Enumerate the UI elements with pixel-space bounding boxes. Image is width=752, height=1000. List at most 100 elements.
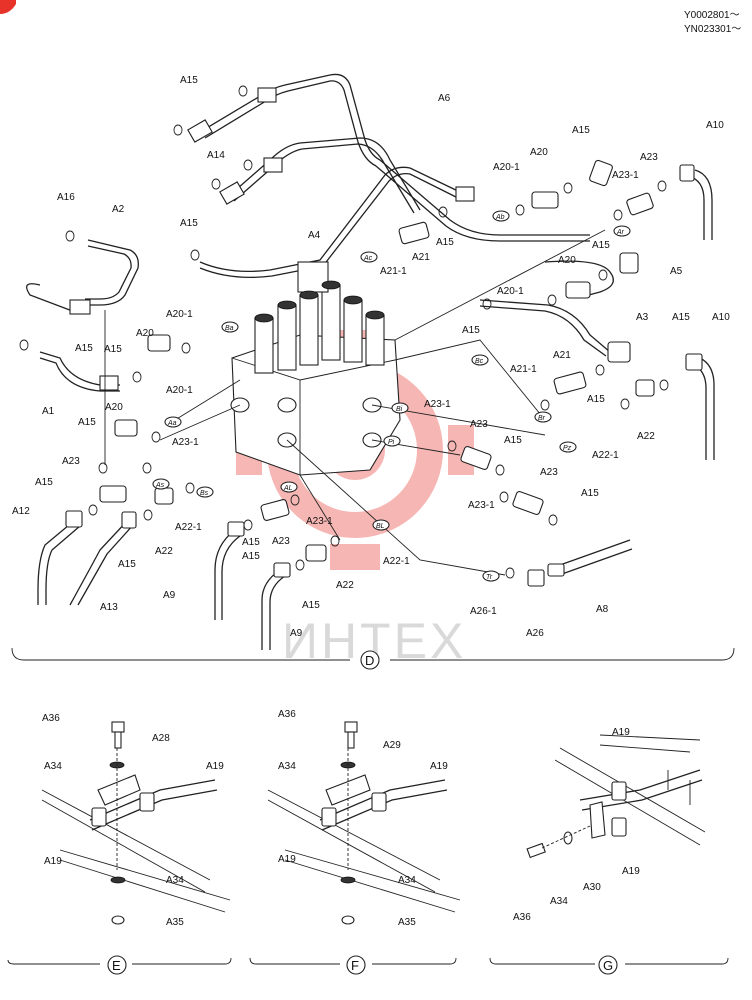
part-label: A34: [398, 875, 416, 886]
port-label: Br: [538, 415, 546, 422]
section-g-letter: G: [603, 958, 613, 973]
part-label: A23-1: [612, 170, 639, 181]
serial-number-1: Y0002801〜: [684, 10, 740, 21]
port-label: As: [155, 482, 165, 489]
part-label: A22-1: [175, 522, 202, 533]
part-label: A20-1: [166, 309, 193, 320]
part-label: A23: [640, 152, 658, 163]
part-label: A8: [596, 604, 609, 615]
part-label: A4: [308, 230, 321, 241]
part-label: A9: [163, 590, 176, 601]
part-label: A19: [206, 761, 224, 772]
part-label: A20-1: [497, 286, 524, 297]
part-label: A16: [57, 192, 75, 203]
port-label: Aa: [167, 420, 177, 427]
part-label: A2: [112, 204, 125, 215]
corner-marker: [0, 0, 16, 14]
section-d-part-labels: A15A6A14A16A2A15A4A20A15A23A23-1A10A20-1…: [12, 75, 730, 639]
part-label: A1: [42, 406, 55, 417]
part-label: A21-1: [510, 364, 537, 375]
part-label: A23: [540, 467, 558, 478]
part-label: A35: [166, 917, 184, 928]
part-label: A22-1: [383, 556, 410, 567]
section-e-marker: E: [107, 955, 127, 975]
part-label: A20: [105, 402, 123, 413]
part-label: A15: [436, 237, 454, 248]
port-label: Pi: [388, 439, 395, 446]
part-label: A23-1: [172, 437, 199, 448]
part-label: A20: [136, 328, 154, 339]
port-label: Bi: [396, 406, 403, 413]
port-label: AL: [283, 485, 293, 492]
part-label: A15: [104, 344, 122, 355]
part-label: A23-1: [468, 500, 495, 511]
serial-number-2: YN023301〜: [684, 24, 741, 35]
section-g-marker: G: [598, 955, 618, 975]
port-label: Ar: [616, 229, 625, 236]
part-label: A30: [583, 882, 601, 893]
part-label: A34: [166, 875, 184, 886]
part-label: A23-1: [306, 516, 333, 527]
part-label: A20-1: [493, 162, 520, 173]
part-label: A19: [278, 854, 296, 865]
part-label: A15: [35, 477, 53, 488]
part-label: A23: [272, 536, 290, 547]
section-e-letter: E: [112, 958, 121, 973]
part-label: A15: [118, 559, 136, 570]
part-label: A13: [100, 602, 118, 613]
part-label: A15: [592, 240, 610, 251]
part-label: A26: [526, 628, 544, 639]
part-label: A26-1: [470, 606, 497, 617]
part-label: A19: [622, 866, 640, 877]
part-label: A10: [712, 312, 730, 323]
part-label: A15: [572, 125, 590, 136]
part-label: A21-1: [380, 266, 407, 277]
part-label: A36: [513, 912, 531, 923]
section-e-drawing: [7, 721, 232, 965]
part-label: A14: [207, 150, 225, 161]
part-label: A34: [550, 896, 568, 907]
part-label: A34: [44, 761, 62, 772]
part-label: A15: [242, 551, 260, 562]
part-label: A12: [12, 506, 30, 517]
part-label: A36: [42, 713, 60, 724]
part-label: A23-1: [424, 399, 451, 410]
part-label: A15: [462, 325, 480, 336]
part-label: A20-1: [166, 385, 193, 396]
part-label: A20: [558, 255, 576, 266]
part-label: A28: [152, 733, 170, 744]
port-label: Ba: [225, 325, 234, 332]
part-label: A20: [530, 147, 548, 158]
part-label: A21: [412, 252, 430, 263]
part-label: A15: [302, 600, 320, 611]
part-label: A9: [290, 628, 303, 639]
part-label: A15: [180, 75, 198, 86]
port-label: BL: [376, 523, 385, 530]
part-label: A15: [581, 488, 599, 499]
port-label: Bc: [475, 358, 484, 365]
part-label: A36: [278, 709, 296, 720]
part-label: A10: [706, 120, 724, 131]
section-d-marker: D: [360, 650, 380, 670]
part-label: A34: [278, 761, 296, 772]
port-label: Ab: [495, 214, 505, 221]
part-label: A21: [553, 350, 571, 361]
part-label: A35: [398, 917, 416, 928]
section-d-letter: D: [365, 653, 374, 668]
part-label: A29: [383, 740, 401, 751]
part-label: A22-1: [592, 450, 619, 461]
part-label: A22: [155, 546, 173, 557]
port-label: Ac: [363, 255, 373, 262]
part-label: A3: [636, 312, 649, 323]
part-label: A6: [438, 93, 451, 104]
port-label: Bs: [200, 490, 209, 497]
section-f-letter: F: [351, 958, 359, 973]
part-label: A15: [78, 417, 96, 428]
part-label: A15: [180, 218, 198, 229]
part-label: A15: [75, 343, 93, 354]
section-f-marker: F: [346, 955, 366, 975]
section-d-drawing: Ab Ac Ar Ba Aa As Bs Bc Br Bi Pi Pz AL B…: [11, 73, 735, 661]
